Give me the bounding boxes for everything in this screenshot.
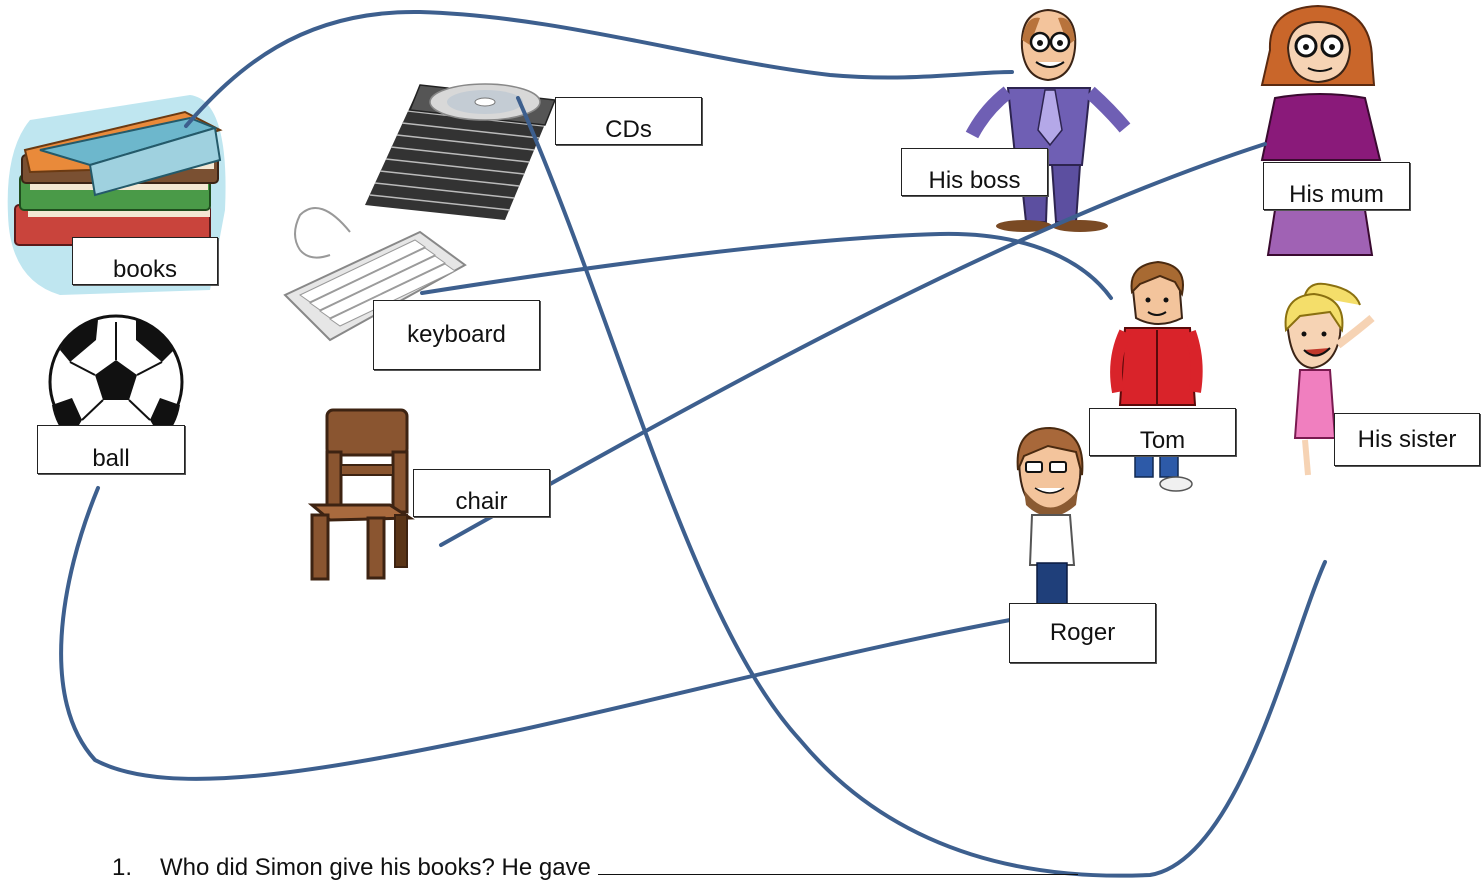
keyboard-icon [283, 207, 467, 342]
connector-books-boss [184, 9, 1014, 128]
girl-sister-icon [1284, 282, 1375, 476]
label-books: books [72, 237, 218, 285]
chair-icon [307, 408, 415, 581]
books-icon [7, 95, 226, 295]
label-cds: CDs [555, 97, 702, 145]
label-ball: ball [37, 425, 185, 474]
label-tom: Tom [1089, 408, 1236, 456]
connector-cds-sister [516, 96, 1327, 878]
man-roger-icon [1016, 426, 1084, 606]
label-roger: Roger [1009, 603, 1156, 663]
woman-mum-icon [1260, 4, 1382, 256]
cd-stack-icon [365, 83, 557, 220]
label-his-boss: His boss [901, 148, 1048, 196]
label-his-sister: His sister [1334, 413, 1480, 466]
man-boss-icon [965, 8, 1131, 232]
label-keyboard: keyboard [373, 300, 540, 370]
label-his-mum: His mum [1263, 162, 1410, 210]
question-text: Who did Simon give his books? He gave [160, 854, 591, 881]
question-1: 1. Who did Simon give his books? He gave [112, 852, 1078, 882]
label-chair: chair [413, 469, 550, 517]
connector-lines [59, 9, 1327, 878]
connector-keyboard-tom [420, 231, 1113, 300]
connector-chair-mum [439, 142, 1267, 547]
connector-ball-roger [59, 486, 1012, 781]
answer-blank[interactable] [597, 852, 1078, 875]
question-number: 1. [112, 854, 133, 881]
boy-tom-icon [1110, 260, 1203, 492]
